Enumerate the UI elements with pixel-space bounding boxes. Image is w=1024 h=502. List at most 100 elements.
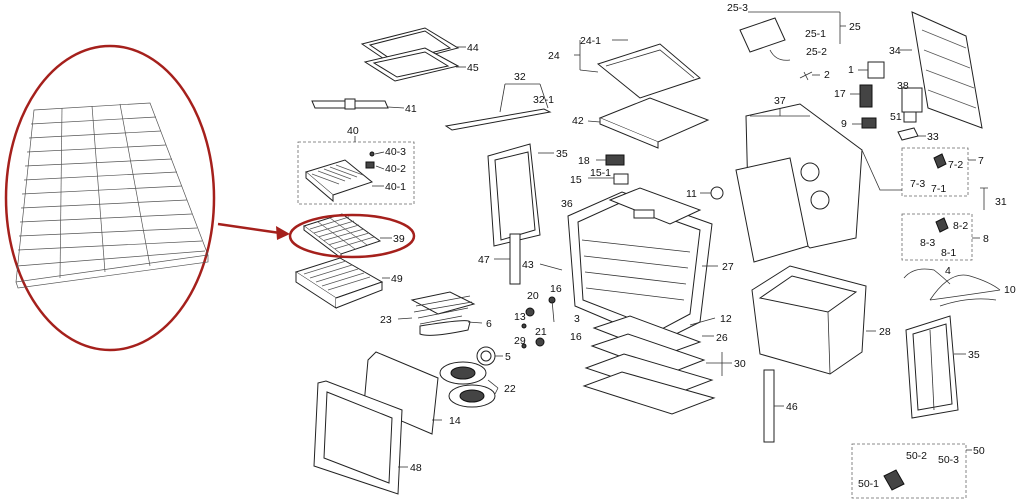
- callout-35a: 35: [556, 148, 568, 160]
- part-49-roller-rack: [294, 257, 384, 309]
- callout-12: 12: [720, 313, 732, 325]
- callout-8-3: 8-3: [920, 237, 935, 249]
- callout-47: 47: [478, 254, 490, 266]
- wire-rack-zoom-image: [15, 102, 209, 289]
- callout-26: 26: [716, 332, 728, 344]
- highlight-ellipse-39: [288, 213, 416, 259]
- callout-11: 11: [686, 188, 697, 200]
- callout-41: 41: [405, 103, 417, 115]
- callout-36: 36: [561, 198, 573, 210]
- callout-50-1: 50-1: [858, 478, 879, 490]
- pointer-arrow: [217, 222, 281, 235]
- callout-15: 15: [570, 174, 582, 186]
- callout-50: 50: [973, 445, 985, 457]
- part-41-bar: [311, 98, 389, 110]
- callout-8-1: 8-1: [941, 247, 956, 259]
- group-40-box: [297, 141, 415, 205]
- callout-13: 13: [514, 311, 526, 323]
- callout-15-1: 15-1: [590, 167, 611, 179]
- part-11-knob: [710, 186, 724, 200]
- callout-24-1: 24-1: [580, 35, 601, 47]
- callout-25-2: 25-2: [806, 46, 827, 58]
- part-18-board: [605, 154, 625, 166]
- callout-2: 2: [824, 69, 830, 81]
- part-28-drawer: [751, 265, 867, 375]
- part-9-board: [861, 117, 877, 129]
- part-8-sensor: [935, 217, 949, 233]
- callout-1: 1: [848, 64, 854, 76]
- callout-21: 21: [535, 326, 547, 338]
- part-24-top-panel: [574, 39, 701, 99]
- part-27-oven-cavity: [567, 187, 713, 343]
- callout-32: 32: [514, 71, 526, 83]
- callout-51: 51: [890, 111, 902, 123]
- callout-48: 48: [410, 462, 422, 474]
- callout-4: 4: [945, 265, 951, 277]
- callout-33: 33: [927, 131, 939, 143]
- part-22-fan-covers: [439, 361, 496, 408]
- callout-30: 30: [734, 358, 746, 370]
- callout-6: 6: [486, 318, 492, 330]
- part-40-rack-assembly: [304, 151, 375, 203]
- callout-16a: 16: [550, 283, 562, 295]
- callout-25: 25: [849, 21, 861, 33]
- callout-5: 5: [505, 351, 511, 363]
- part-48-door-frame: [313, 380, 403, 495]
- part-32-rail: [444, 83, 552, 131]
- callout-9: 9: [841, 118, 847, 130]
- callout-46: 46: [786, 401, 798, 413]
- part-2-clip: [799, 71, 813, 81]
- callout-39: 39: [393, 233, 405, 245]
- group-7-box: [901, 147, 969, 197]
- callout-29: 29: [514, 335, 526, 347]
- callout-22: 22: [504, 383, 516, 395]
- callout-24: 24: [548, 50, 560, 62]
- small-sensor-parts: [521, 296, 556, 349]
- callout-18: 18: [578, 155, 590, 167]
- highlight-ellipse-large: [4, 44, 216, 352]
- pointer-arrow-head: [276, 226, 290, 240]
- part-47-hinge: [509, 233, 521, 285]
- callout-7-1: 7-1: [931, 183, 946, 195]
- callout-7: 7: [978, 155, 984, 167]
- callout-17: 17: [834, 88, 846, 100]
- callout-45: 45: [467, 62, 479, 74]
- part-42-panel: [598, 97, 710, 149]
- part-1-cover: [867, 61, 885, 79]
- callout-44: 44: [467, 42, 479, 54]
- callout-35b: 35: [968, 349, 980, 361]
- part-17-board: [859, 84, 873, 108]
- callout-8: 8: [983, 233, 989, 245]
- part-4-wire: [903, 268, 951, 285]
- group-8-box: [901, 213, 973, 261]
- callout-40: 40: [347, 125, 359, 137]
- part-15-board: [613, 173, 629, 185]
- callout-40-1: 40-1: [385, 181, 406, 193]
- callout-7-3: 7-3: [910, 178, 925, 190]
- callout-38: 38: [897, 80, 909, 92]
- callout-27: 27: [722, 261, 734, 273]
- callout-37: 37: [774, 95, 786, 107]
- callout-8-2: 8-2: [953, 220, 968, 232]
- callout-16b: 16: [570, 331, 582, 343]
- callout-3: 3: [574, 313, 580, 325]
- group-50-box: [851, 443, 967, 499]
- callout-23: 23: [380, 314, 392, 326]
- part-35-door-screen: [487, 143, 541, 247]
- callout-43: 43: [522, 259, 534, 271]
- callout-50-2: 50-2: [906, 450, 927, 462]
- callout-32-1: 32-1: [533, 94, 554, 106]
- callout-42: 42: [572, 115, 584, 127]
- part-25-harness: [739, 11, 846, 61]
- callout-labels: 44 45 41 40 40-3 40-2 40-1 39 49 23 6 5 …: [347, 2, 1016, 490]
- part-23-heating-element: [410, 291, 476, 336]
- callout-49: 49: [391, 273, 403, 285]
- callout-20: 20: [527, 290, 539, 302]
- part-33-bracket: [897, 127, 919, 141]
- callout-28: 28: [879, 326, 891, 338]
- callout-10: 10: [1004, 284, 1016, 296]
- part-46-strip: [763, 369, 775, 443]
- part-37-rear-panel: [735, 103, 863, 263]
- part-31-probe: [980, 187, 988, 210]
- part-50-latch: [883, 469, 905, 491]
